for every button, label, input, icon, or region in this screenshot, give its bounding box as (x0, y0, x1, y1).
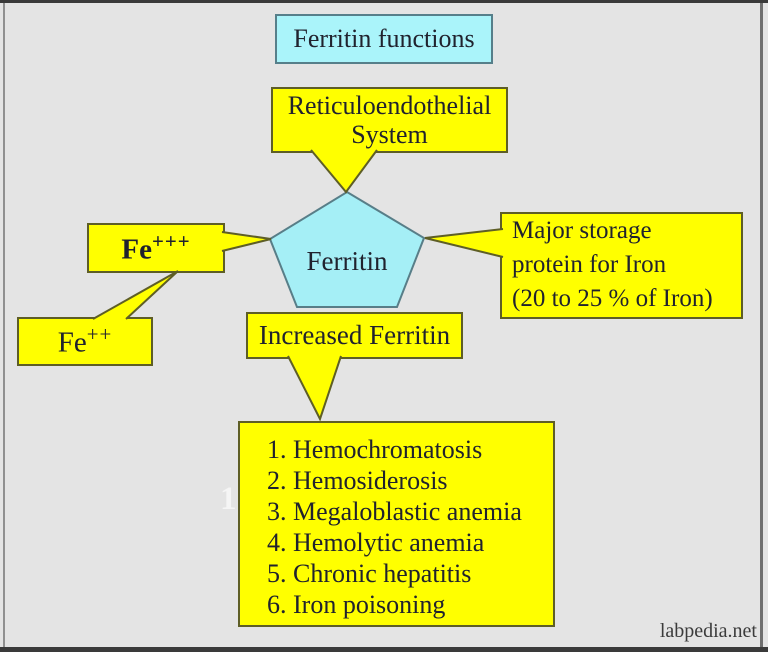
fe3-label: Fe+++ (121, 228, 191, 266)
fe2-superscript: ++ (86, 322, 113, 347)
major-line3: (20 to 25 % of Iron) (512, 285, 713, 312)
list-item: 2. Hemosiderosis (267, 466, 448, 495)
title-text: Ferritin functions (293, 24, 475, 54)
node-increased-ferritin-list: 1. Hemochromatosis 2. Hemosiderosis 3. M… (238, 421, 555, 627)
node-fe3: Fe+++ (87, 223, 225, 273)
frame-bottom (0, 647, 768, 652)
connector-increased-to-list (287, 355, 342, 422)
list-item: 4. Hemolytic anemia (267, 528, 485, 557)
node-fe2: Fe++ (17, 317, 153, 366)
list-item: 3. Megaloblastic anemia (267, 497, 522, 526)
fe2-label: Fe++ (57, 322, 113, 360)
connector-fe3-to-pentagon (221, 231, 272, 252)
pentagon-label: Ferritin (306, 246, 388, 276)
node-reticuloendothelial-system: Reticuloendothelial System (271, 87, 508, 153)
fe3-superscript: +++ (151, 228, 191, 253)
frame-top (0, 0, 768, 3)
connector-fe2-to-fe3 (92, 270, 179, 320)
frame-left (3, 3, 5, 647)
reticulo-line1: Reticuloendothelial (287, 90, 492, 120)
list-item: 1. Hemochromatosis (267, 435, 483, 464)
watermark-digit: 1 (220, 481, 237, 517)
list-item: 6. Iron poisoning (267, 590, 446, 619)
frame-right (760, 3, 763, 647)
list-item: 5. Chronic hepatitis (267, 559, 472, 588)
reticulo-line2: System (351, 120, 428, 149)
node-title-ferritin-functions: Ferritin functions (275, 14, 493, 64)
node-increased-ferritin: Increased Ferritin (246, 312, 463, 359)
connector-major-to-pentagon (424, 228, 504, 258)
credit-labpedia: labpedia.net (659, 620, 757, 642)
major-line1: Major storage (512, 217, 652, 244)
node-major-storage-protein: Major storage protein for Iron (20 to 25… (500, 212, 743, 319)
major-line2: protein for Iron (512, 251, 667, 278)
increased-ferritin-text: Increased Ferritin (258, 320, 451, 351)
connector-reticulo-to-pentagon (310, 149, 378, 194)
